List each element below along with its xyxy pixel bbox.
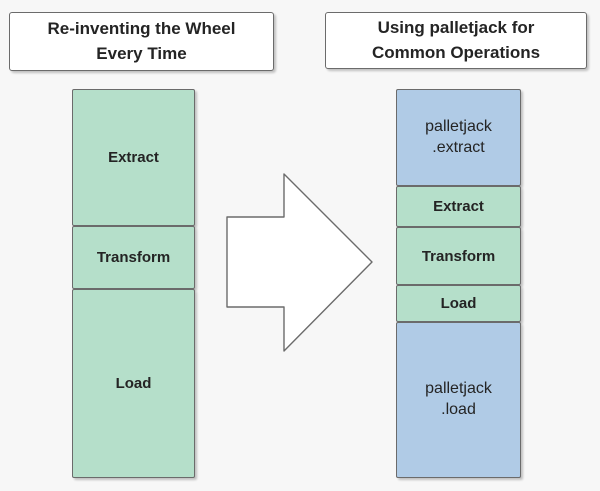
left-stack-label-extract: Extract (108, 149, 159, 166)
left-etl-stack: Extract Transform Load (72, 89, 195, 478)
right-stack-label-palletjack-extract-line-2: .extract (432, 138, 485, 156)
right-stack-label-palletjack-extract-line-1: palletjack (425, 117, 492, 135)
left-stack-label-load: Load (115, 375, 152, 392)
right-stack-label-palletjack-load-line-1: palletjack (425, 380, 492, 398)
right-title-line-2: Common Operations (371, 42, 541, 62)
right-stack-label-transform: Transform (421, 247, 496, 265)
right-arrow-icon (222, 170, 377, 355)
left-title-line-2: Every Time (96, 43, 187, 63)
left-stack-cell-extract: Extract (72, 89, 195, 226)
right-stack-cell-palletjack-load: palletjack .load (396, 322, 521, 478)
right-stack-cell-load: Load (396, 285, 521, 322)
right-stack-cell-extract: Extract (396, 186, 521, 227)
right-stack-label-palletjack-load-line-2: .load (441, 401, 476, 418)
right-stack-label-extract: Extract (433, 198, 484, 215)
right-palletjack-stack: palletjack .extract Extract Transform Lo… (396, 89, 521, 478)
right-stack-cell-palletjack-extract: palletjack .extract (396, 89, 521, 186)
right-title-line-1: Using palletjack for (377, 17, 535, 37)
right-stack-label-load: Load (440, 295, 477, 312)
right-stack-cell-transform: Transform (396, 227, 521, 285)
left-panel-title: Re-inventing the Wheel Every Time (9, 12, 274, 71)
left-stack-label-transform: Transform (96, 249, 171, 266)
right-panel-title: Using palletjack for Common Operations (325, 12, 587, 69)
left-stack-cell-transform: Transform (72, 226, 195, 289)
left-title-line-1: Re-inventing the Wheel (47, 18, 236, 38)
left-stack-cell-load: Load (72, 289, 195, 478)
